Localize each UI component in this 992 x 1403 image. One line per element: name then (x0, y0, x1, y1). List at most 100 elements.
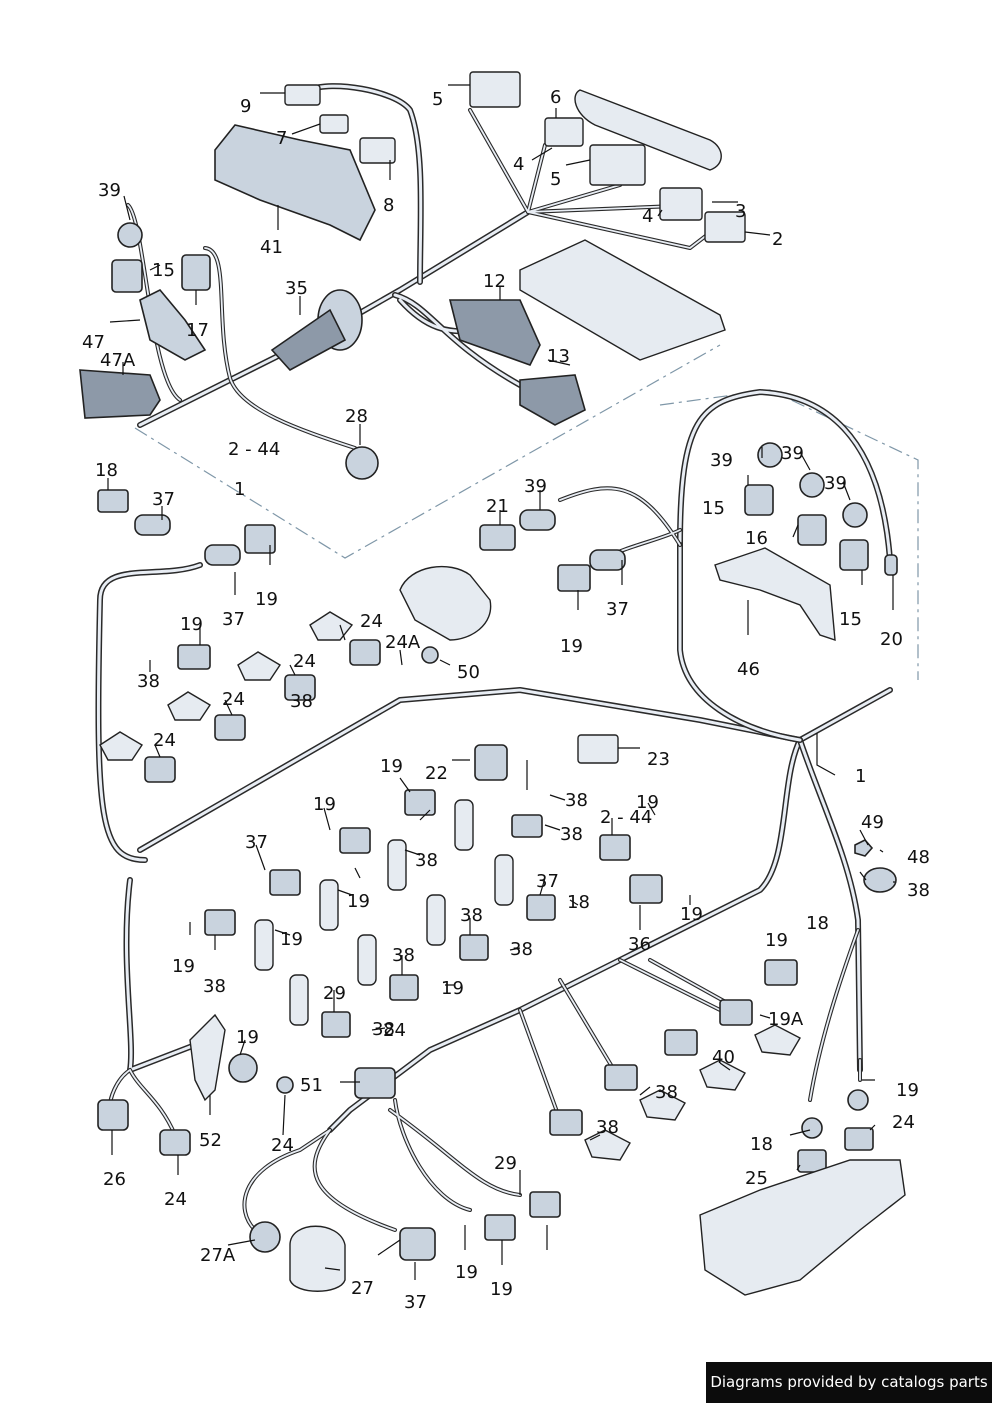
connector-18-top (97, 489, 129, 513)
callout-label: 2 - 44 (228, 439, 280, 460)
sensor-27A (289, 1225, 346, 1292)
callout-label: 2 - 44 (600, 807, 652, 828)
connector-18-r2 (764, 959, 798, 986)
connector-19A (354, 1067, 396, 1099)
sensor-20 (884, 554, 898, 576)
callout-label: 12 (483, 271, 506, 292)
injector-d (254, 919, 274, 971)
callout-label: 38 (203, 976, 226, 997)
clip-48 (863, 867, 897, 893)
injector-g (357, 934, 377, 986)
callout-label: 21 (486, 496, 509, 517)
sensor-39-mid (519, 509, 556, 531)
coil-24-a (309, 611, 354, 641)
callout-label: 38 (655, 1082, 678, 1103)
callout-label: 24 (271, 1135, 294, 1156)
boot-35 (270, 308, 347, 372)
harness-wires (95, 83, 893, 1232)
bolt-52 (276, 1076, 294, 1094)
callout-label: 7 (276, 128, 287, 149)
coil-24-d (99, 731, 143, 761)
callout-label: 15 (152, 260, 175, 281)
callout-label: 24 (164, 1189, 187, 1210)
connector-24-d (144, 756, 176, 783)
callout-label: 15 (702, 498, 725, 519)
callout-label: 40 (712, 1047, 735, 1068)
callout-label: 19 (236, 1027, 259, 1048)
connector-strip (574, 89, 722, 171)
callout-label: 38 (907, 880, 930, 901)
callout-label: 39 (524, 476, 547, 497)
callout-label: 37 (606, 599, 629, 620)
connector-6 (544, 117, 584, 147)
callout-label: 13 (547, 346, 570, 367)
callout-label: 22 (425, 763, 448, 784)
sensor-38-r (801, 1117, 823, 1139)
connector-19-bottom-r (844, 1127, 874, 1151)
connector-15-left (111, 259, 143, 293)
callout-label: 38 (560, 824, 583, 845)
callout-label: 51 (300, 1075, 323, 1096)
coil-24-c (167, 691, 211, 721)
callout-label: 24 (293, 651, 316, 672)
callout-label: 16 (745, 528, 768, 549)
connector-8 (359, 137, 396, 164)
callout-label: 38 (372, 1019, 395, 1040)
connector-24-r1 (719, 999, 753, 1026)
injector-f (426, 894, 446, 946)
sensor-37-top (134, 514, 171, 536)
connector-5-top (469, 71, 521, 108)
callout-label: 18 (750, 1134, 773, 1155)
callout-label: 9 (240, 96, 251, 117)
air-mass-meter (399, 565, 492, 641)
callout-label: 19 (455, 1262, 478, 1283)
callout-label: 24 (360, 611, 383, 632)
connector-9 (284, 84, 321, 106)
coil-24-r2 (699, 1059, 746, 1091)
connector-19-c4 (269, 869, 301, 896)
callout-label: 38 (290, 691, 313, 712)
callout-label: 6 (550, 87, 561, 108)
sensor-39-a (757, 442, 783, 468)
connector-19-c5 (204, 909, 236, 936)
callout-label: 17 (186, 320, 209, 341)
module-13 (519, 374, 586, 426)
connector-19-c3 (339, 827, 371, 854)
callout-label: 41 (260, 237, 283, 258)
callout-label: 37 (404, 1292, 427, 1313)
sensor-40 (847, 1089, 869, 1111)
callout-label: 38 (460, 905, 483, 926)
callout-label: 1 (234, 479, 245, 500)
callout-label: 20 (880, 629, 903, 650)
injector-a (454, 799, 474, 851)
sensor-39-c (842, 502, 868, 528)
attribution-footer: Diagrams provided by catalogs parts (706, 1362, 992, 1403)
connector-4 (659, 187, 703, 221)
injector-e (494, 854, 514, 906)
callout-label: 19 (172, 956, 195, 977)
injector-c (319, 879, 339, 931)
callout-label: 19 (680, 904, 703, 925)
coil-24-r1 (754, 1024, 801, 1056)
callout-label: 39 (781, 443, 804, 464)
connector-19-l1 (177, 644, 211, 670)
callout-label: 39 (824, 473, 847, 494)
connector-19-mid (557, 564, 591, 592)
leader-lines (107, 84, 895, 1280)
bracket-46 (714, 547, 836, 642)
connector-17 (181, 254, 211, 291)
connector-15-b (839, 539, 869, 571)
callout-label: 35 (285, 278, 308, 299)
callout-label: 38 (565, 790, 588, 811)
transmission (699, 1159, 906, 1296)
callout-label: 29 (494, 1153, 517, 1174)
bracket-51 (189, 1013, 226, 1102)
callout-label: 27 (351, 1278, 374, 1299)
callout-label: 27A (200, 1245, 236, 1266)
connector-24-b (284, 674, 316, 701)
components (79, 71, 906, 1296)
callout-label: 19 (347, 891, 370, 912)
callout-label: 19 (380, 756, 403, 777)
control-unit (519, 239, 726, 361)
